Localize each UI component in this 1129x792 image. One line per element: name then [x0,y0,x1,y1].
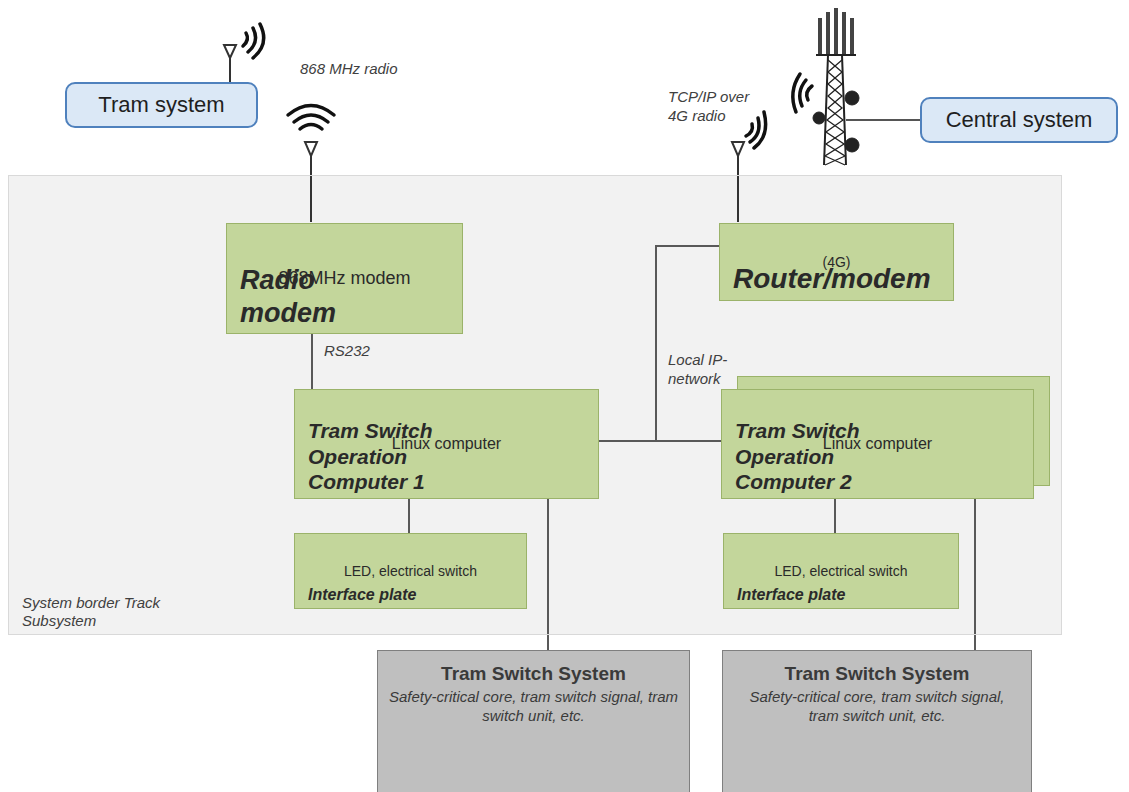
system-border-band: System border Track Subsystem Radio modem… [8,175,1062,635]
edge-label: RS232 [324,342,370,361]
annotation-label: Local IP-network [668,351,748,389]
node-title: System border Track Subsystem [22,594,182,630]
annotation-label: 868 MHz radio [300,60,440,79]
external-system-box: Tram Switch SystemSafety-critical core, … [722,650,1032,792]
external-system-box: Tram Switch SystemSafety-critical core, … [377,650,690,792]
subsystem-ground [8,175,1062,635]
node-title: Interface plate [308,585,468,604]
node-subtitle: Linux computer [823,435,932,453]
node-subtitle: 868MHz modem [278,268,410,289]
node-subtitle: Safety-critical core, tram switch signal… [733,688,1021,726]
connector-line [548,499,549,650]
node-title: Interface plate [737,585,897,604]
annotation-label: TCP/IP over 4G radio [668,88,768,126]
node-subtitle: LED, electrical switch [774,563,907,579]
connector-line [835,499,836,533]
radio-waves [243,24,812,148]
interface-box: Interface plate LED, electrical switch [294,533,527,609]
router-box: Router/modem(4G) [719,223,954,301]
antennas [224,45,744,222]
computer-box: Tram Switch Operation Computer 2Linux co… [721,389,1034,499]
connector-line [599,246,719,441]
connector-line [656,246,721,441]
node-title: Router/modem [733,262,893,296]
node-title: Tram Switch Operation Computer 2 [735,418,895,494]
connector-line [409,499,410,533]
modem-box: Radio modem868MHz modem [226,223,463,334]
external-system-box: Central system [920,97,1118,143]
node-subtitle: LED, electrical switch [344,563,477,579]
node-title: Tram Switch System [785,663,970,685]
node-subtitle: Linux computer [392,435,501,453]
connector-line [312,334,313,389]
node-title: Tram Switch System [441,663,626,685]
node-title: Tram Switch Operation Computer 1 [308,418,468,494]
node-subtitle: (4G) [823,254,851,270]
connector-line [975,499,976,650]
cell-tower [813,8,859,165]
computer-box: Tram Switch Operation Computer 1Linux co… [294,389,599,499]
node-subtitle: Safety-critical core, tram switch signal… [388,688,679,726]
tower-link [846,119,920,121]
interface-box: Interface plate LED, electrical switch [723,533,959,609]
external-system-box: Tram system [65,82,258,128]
node-title: Tram system [98,92,224,118]
node-title: Central system [946,107,1093,133]
